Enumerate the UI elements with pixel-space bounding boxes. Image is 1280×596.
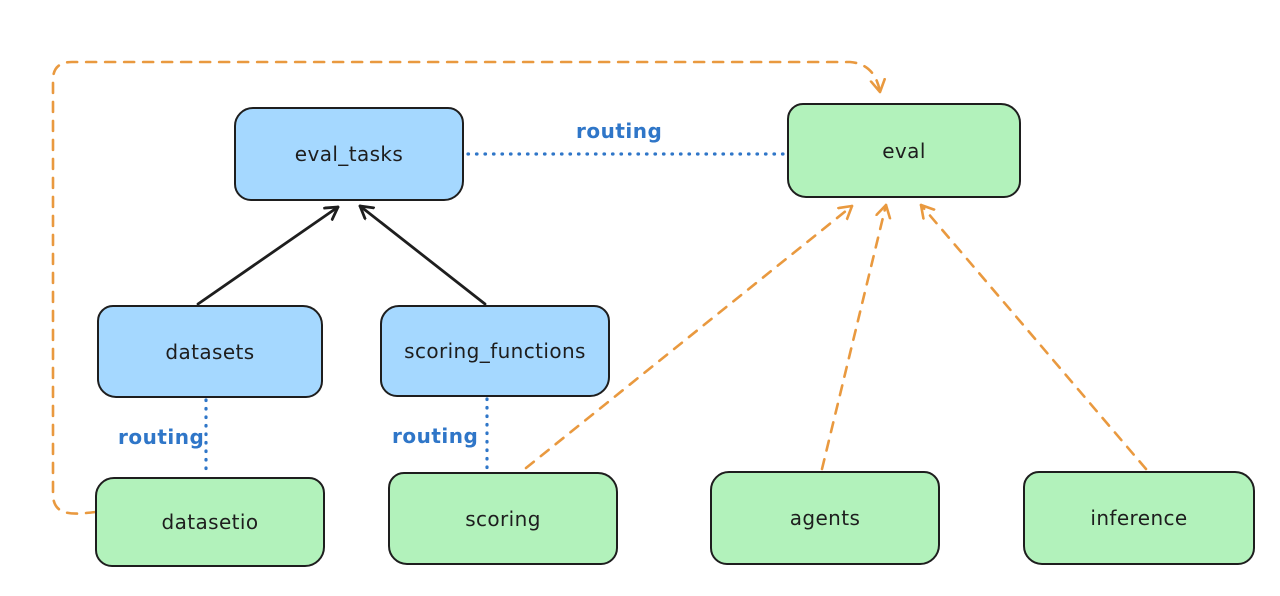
edge-inference-to-eval <box>919 203 1148 471</box>
node-eval-label: eval <box>882 138 926 163</box>
node-scoring: scoring <box>388 472 618 565</box>
routing-label-eval-tasks-eval: routing <box>576 119 663 143</box>
node-scoring-functions-label: scoring_functions <box>404 339 586 363</box>
node-agents: agents <box>710 471 940 565</box>
node-datasetio-label: datasetio <box>161 510 259 534</box>
edge-agents-to-eval <box>820 203 886 471</box>
node-datasets-label: datasets <box>165 339 255 364</box>
node-datasetio: datasetio <box>95 477 325 567</box>
node-eval: eval <box>787 103 1021 198</box>
edge-datasetio-to-eval-loop <box>51 60 880 515</box>
node-inference-label: inference <box>1090 506 1188 530</box>
node-eval-tasks: eval_tasks <box>234 107 464 201</box>
node-datasets: datasets <box>97 305 323 398</box>
edge-scoring-functions-to-eval-tasks <box>358 204 487 306</box>
routing-label-scoring-functions-scoring: routing <box>392 424 479 448</box>
edge-scoring-to-eval <box>524 204 854 470</box>
node-agents-label: agents <box>789 506 861 530</box>
node-eval-tasks-label: eval_tasks <box>294 142 404 166</box>
node-scoring-functions: scoring_functions <box>380 305 610 397</box>
routing-label-datasets-datasetio: routing <box>118 425 205 449</box>
edge-datasets-to-eval-tasks <box>196 205 340 306</box>
node-inference: inference <box>1023 471 1255 565</box>
node-scoring-label: scoring <box>465 506 541 531</box>
